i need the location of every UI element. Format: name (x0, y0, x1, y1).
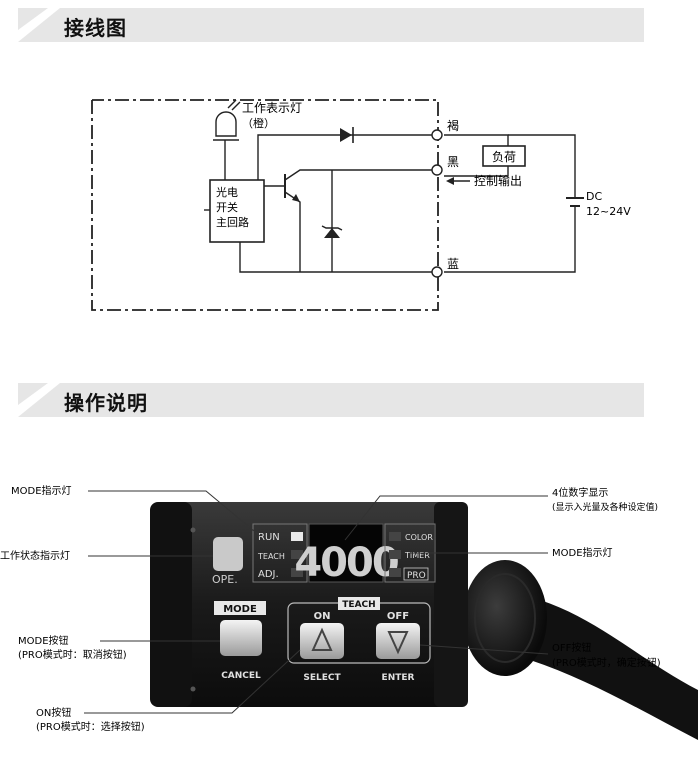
terminal-blue-icon (431, 266, 443, 278)
led-label-teach: TEACH (257, 552, 285, 561)
callout-mode-led-left: MODE指示灯 (11, 484, 72, 497)
callout-mode-led-right: MODE指示灯 (552, 546, 613, 559)
callout-mode-button-desc: (PRO模式时：取消按钮) (18, 648, 127, 661)
callout-digit-display-desc: (显示入光量及各种设定值) (552, 501, 658, 513)
led-label-timer: TIMER (404, 551, 430, 560)
zener-diode-icon (324, 228, 340, 238)
callout-on-button-desc: (PRO模式时：选择按钮) (36, 720, 145, 733)
section-header-wiring: 接线图 (18, 8, 644, 42)
led-teach-icon (291, 550, 303, 559)
led-label-adj: ADJ. (258, 569, 279, 580)
led-run-icon (291, 532, 303, 541)
control-output-label: 控制输出 (474, 173, 522, 188)
header-slash-icon (18, 8, 60, 42)
load-label: 负荷 (492, 150, 516, 164)
supply-voltage-label: 12~24V (586, 205, 631, 218)
indicator-color: （橙） (242, 116, 275, 130)
wire-blue-label: 蓝 (447, 257, 459, 271)
cable-connector (463, 560, 547, 676)
teach-label: TEACH (342, 600, 375, 610)
enter-label: ENTER (382, 673, 415, 683)
terminal-black-icon (431, 164, 443, 176)
led-pro-icon (389, 568, 401, 577)
ope-label: OPE. (212, 573, 238, 586)
led-label-pro: PRO (407, 571, 426, 581)
led-adj-icon (291, 568, 303, 577)
mode-label: MODE (223, 604, 257, 615)
led-color-icon (389, 532, 401, 541)
callout-digit-display: 4位数字显示 (552, 486, 608, 499)
off-button[interactable] (376, 623, 420, 659)
section-title-wiring: 接线图 (64, 16, 127, 40)
on-button[interactable] (300, 623, 344, 659)
terminal-brown-icon (431, 129, 443, 141)
callout-status-led: 工作状态指示灯 (0, 549, 70, 562)
indicator-lamp-icon (215, 111, 237, 137)
ope-lamp-icon (213, 537, 243, 571)
led-timer-icon (389, 550, 401, 559)
wire-brown-label: 褐 (447, 118, 459, 133)
led-label-color: COLOR (405, 533, 433, 542)
diode-icon (340, 128, 352, 142)
callout-mode-button: MODE按钮 (18, 634, 69, 647)
supply-type-label: DC (586, 190, 602, 203)
cancel-label: CANCEL (221, 671, 261, 681)
down-triangle-icon (387, 631, 409, 655)
wiring-diagram: 工作表示灯 （橙） 光电 开关 主回路 褐 黑 蓝 负荷 控制输出 DC 12~… (91, 99, 631, 311)
led-label-run: RUN (258, 532, 280, 543)
select-label: SELECT (303, 673, 341, 683)
digit-display (308, 523, 384, 583)
indicator-label: 工作表示灯 (242, 101, 302, 115)
callout-off-button-desc: (PRO模式时，确定按钮) (552, 656, 661, 669)
main-circuit-line-1: 光电 (216, 185, 238, 199)
wire-black-label: 黑 (447, 155, 459, 169)
callout-off-button: OFF按钮 (552, 641, 591, 654)
display-value: 4000 (294, 540, 397, 586)
section-title-operation: 操作说明 (64, 391, 148, 415)
on-label: ON (314, 611, 331, 622)
off-label: OFF (387, 611, 409, 622)
operation-diagram: OPE. RUN TEACH ADJ. 4000 COLOR TIMER PRO… (0, 484, 698, 740)
up-triangle-icon (311, 627, 333, 651)
mode-button[interactable] (220, 620, 262, 656)
header-slash-icon (18, 383, 60, 417)
callout-on-button: ON按钮 (36, 706, 71, 719)
section-header-operation: 操作说明 (18, 383, 644, 417)
main-circuit-line-3: 主回路 (216, 216, 249, 229)
main-circuit-line-2: 开关 (216, 200, 238, 214)
